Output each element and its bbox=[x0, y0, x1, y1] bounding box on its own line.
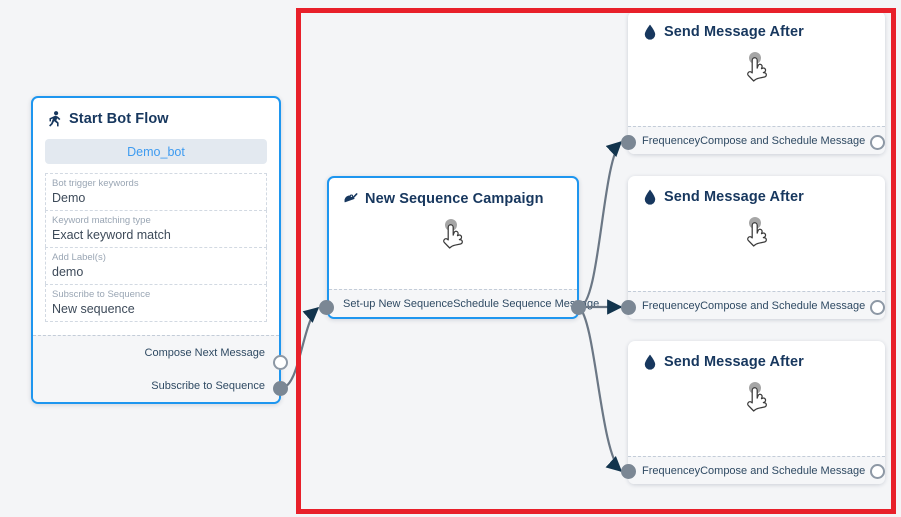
output-label: Schedule Sequence Message bbox=[453, 297, 600, 310]
field-label: Bot trigger keywords bbox=[52, 178, 139, 189]
port-out-schedule-sequence-message[interactable] bbox=[571, 300, 586, 315]
field-label: Subscribe to Sequence bbox=[52, 289, 151, 300]
droplet-icon bbox=[642, 354, 657, 370]
hand-cursor-icon bbox=[430, 214, 476, 260]
input-label: Set-up New Sequence bbox=[343, 297, 454, 310]
node-header: Send Message After bbox=[628, 176, 885, 213]
port-out-compose-and-schedule-message-3[interactable] bbox=[870, 464, 885, 479]
node-title: Send Message After bbox=[664, 189, 804, 205]
port-out-compose-and-schedule-message-1[interactable] bbox=[870, 135, 885, 150]
node-header: Send Message After bbox=[628, 11, 885, 48]
node-title: New Sequence Campaign bbox=[365, 191, 544, 207]
output-label: Compose Next Message bbox=[144, 346, 265, 359]
port-out-compose-and-schedule-message-2[interactable] bbox=[870, 300, 885, 315]
node-send-message-after-3[interactable]: Send Message After Frequencey Compose an… bbox=[628, 341, 885, 484]
port-out-compose-next-message[interactable] bbox=[273, 355, 288, 370]
node-footer: Frequencey Compose and Schedule Message bbox=[628, 126, 885, 154]
node-header: Start Bot Flow bbox=[33, 98, 279, 135]
output-label: Compose and Schedule Message bbox=[700, 134, 866, 147]
field-subscribe-to-sequence[interactable]: Subscribe to Sequence New sequence bbox=[45, 284, 267, 322]
hand-cursor-icon bbox=[734, 47, 780, 93]
output-label: Subscribe to Sequence bbox=[151, 379, 265, 392]
field-list: Bot trigger keywords Demo Keyword matchi… bbox=[45, 173, 267, 322]
node-header: Send Message After bbox=[628, 341, 885, 378]
output-row-compose-next-message[interactable]: Compose Next Message bbox=[33, 336, 279, 369]
node-footer: Compose Next Message Subscribe to Sequen… bbox=[33, 335, 279, 402]
input-label: Frequencey bbox=[642, 299, 701, 312]
hand-cursor-icon bbox=[734, 377, 780, 423]
droplet-icon bbox=[642, 189, 657, 205]
field-label: Keyword matching type bbox=[52, 215, 151, 226]
node-start-bot-flow[interactable]: Start Bot Flow Demo_bot Bot trigger keyw… bbox=[31, 96, 281, 404]
port-row[interactable]: Frequencey Compose and Schedule Message bbox=[628, 127, 885, 154]
field-keyword-matching-type[interactable]: Keyword matching type Exact keyword matc… bbox=[45, 210, 267, 247]
edge-sequence-to-message-3 bbox=[578, 306, 623, 473]
port-in-frequencey-3[interactable] bbox=[621, 464, 636, 479]
port-row[interactable]: Frequencey Compose and Schedule Message bbox=[628, 457, 885, 484]
bot-name-label: Demo_bot bbox=[127, 144, 185, 159]
node-title: Send Message After bbox=[664, 24, 804, 40]
edge-sequence-to-message-1 bbox=[578, 140, 623, 309]
field-bot-trigger-keywords[interactable]: Bot trigger keywords Demo bbox=[45, 173, 267, 210]
port-in-frequencey-1[interactable] bbox=[621, 135, 636, 150]
port-in-frequencey-2[interactable] bbox=[621, 300, 636, 315]
node-title: Start Bot Flow bbox=[69, 111, 169, 127]
node-header: New Sequence Campaign bbox=[329, 178, 577, 215]
sequence-campaign-icon bbox=[343, 191, 358, 207]
hand-cursor-icon bbox=[734, 212, 780, 258]
port-row[interactable]: Set-up New Sequence Schedule Sequence Me… bbox=[329, 290, 599, 317]
bot-selector-pill[interactable]: Demo_bot bbox=[45, 139, 267, 164]
input-label: Frequencey bbox=[642, 134, 701, 147]
node-send-message-after-2[interactable]: Send Message After Frequencey Compose an… bbox=[628, 176, 885, 319]
edge-start-to-sequence bbox=[280, 306, 320, 390]
droplet-icon bbox=[642, 24, 657, 40]
field-add-labels[interactable]: Add Label(s) demo bbox=[45, 247, 267, 284]
output-label: Compose and Schedule Message bbox=[700, 299, 866, 312]
node-send-message-after-1[interactable]: Send Message After Frequencey Compose an… bbox=[628, 11, 885, 154]
running-person-icon bbox=[47, 111, 62, 127]
node-footer: Frequencey Compose and Schedule Message bbox=[628, 291, 885, 319]
output-row-subscribe-to-sequence[interactable]: Subscribe to Sequence bbox=[33, 369, 279, 402]
field-value: New sequence bbox=[52, 302, 135, 316]
port-row[interactable]: Frequencey Compose and Schedule Message bbox=[628, 292, 885, 319]
node-new-sequence-campaign[interactable]: New Sequence Campaign Set-up New Sequenc… bbox=[327, 176, 599, 319]
node-footer: Frequencey Compose and Schedule Message bbox=[628, 456, 885, 484]
port-out-subscribe-to-sequence[interactable] bbox=[273, 381, 288, 396]
field-value: Exact keyword match bbox=[52, 228, 171, 242]
node-footer: Set-up New Sequence Schedule Sequence Me… bbox=[329, 289, 599, 317]
field-value: Demo bbox=[52, 191, 86, 205]
input-label: Frequencey bbox=[642, 464, 701, 477]
field-value: demo bbox=[52, 265, 84, 279]
node-title: Send Message After bbox=[664, 354, 804, 370]
port-in-setup-new-sequence[interactable] bbox=[319, 300, 334, 315]
output-label: Compose and Schedule Message bbox=[700, 464, 866, 477]
field-label: Add Label(s) bbox=[52, 252, 106, 263]
